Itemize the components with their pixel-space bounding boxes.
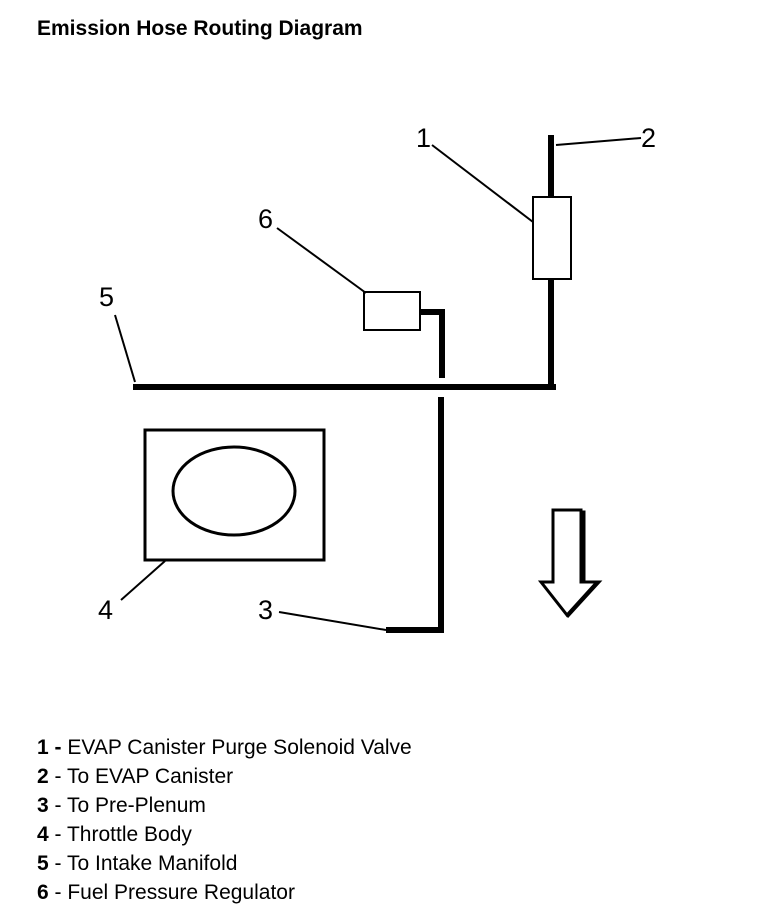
legend-label: To Intake Manifold xyxy=(66,852,238,875)
leader-line-3 xyxy=(278,611,387,631)
callout-6: 6 xyxy=(258,204,273,234)
leader-line-2 xyxy=(555,137,642,146)
callout-5: 5 xyxy=(99,282,114,312)
hose-pre-plenum xyxy=(386,397,444,633)
callout-4: 4 xyxy=(98,595,113,625)
purge-solenoid-valve xyxy=(532,196,572,280)
legend-label: To Pre-Plenum xyxy=(66,794,206,817)
legend-number: 1 xyxy=(37,736,49,759)
legend-label: EVAP Canister Purge Solenoid Valve xyxy=(67,736,412,759)
leader-line-5 xyxy=(114,314,136,383)
legend-separator: - xyxy=(48,736,68,759)
legend-item: 5 - To Intake Manifold xyxy=(37,849,412,878)
hose-regulator xyxy=(420,309,445,378)
leader-line-4 xyxy=(120,560,166,601)
fuel-pressure-regulator xyxy=(363,291,421,331)
callout-2: 2 xyxy=(641,123,656,153)
legend-item: 1 - EVAP Canister Purge Solenoid Valve xyxy=(37,733,412,762)
legend-label: To EVAP Canister xyxy=(66,765,234,788)
legend-separator: - xyxy=(48,852,67,875)
legend-item: 4 - Throttle Body xyxy=(37,820,412,849)
legend-label: Throttle Body xyxy=(66,823,192,846)
callout-3: 3 xyxy=(258,595,273,625)
down-arrow-shadow xyxy=(565,510,603,619)
legend-number: 2 xyxy=(37,765,49,788)
legend-number: 5 xyxy=(37,852,49,875)
callout-1: 1 xyxy=(416,123,431,153)
legend-number: 6 xyxy=(37,881,49,904)
leader-line-1 xyxy=(431,144,534,223)
legend-number: 3 xyxy=(37,794,49,817)
legend-separator: - xyxy=(48,823,67,846)
leader-line-6 xyxy=(276,227,367,294)
legend-item: 6 - Fuel Pressure Regulator xyxy=(37,878,412,907)
legend-separator: - xyxy=(48,765,67,788)
diagram-title: Emission Hose Routing Diagram xyxy=(37,17,363,40)
legend-item: 2 - To EVAP Canister xyxy=(37,762,412,791)
throttle-bore xyxy=(171,445,297,537)
legend-number: 4 xyxy=(37,823,49,846)
legend-item: 3 - To Pre-Plenum xyxy=(37,791,412,820)
down-arrow-icon xyxy=(537,508,601,618)
legend-separator: - xyxy=(48,794,67,817)
legend-separator: - xyxy=(48,881,68,904)
legend-label: Fuel Pressure Regulator xyxy=(67,881,295,904)
legend-list: 1 - EVAP Canister Purge Solenoid Valve 2… xyxy=(37,733,412,907)
